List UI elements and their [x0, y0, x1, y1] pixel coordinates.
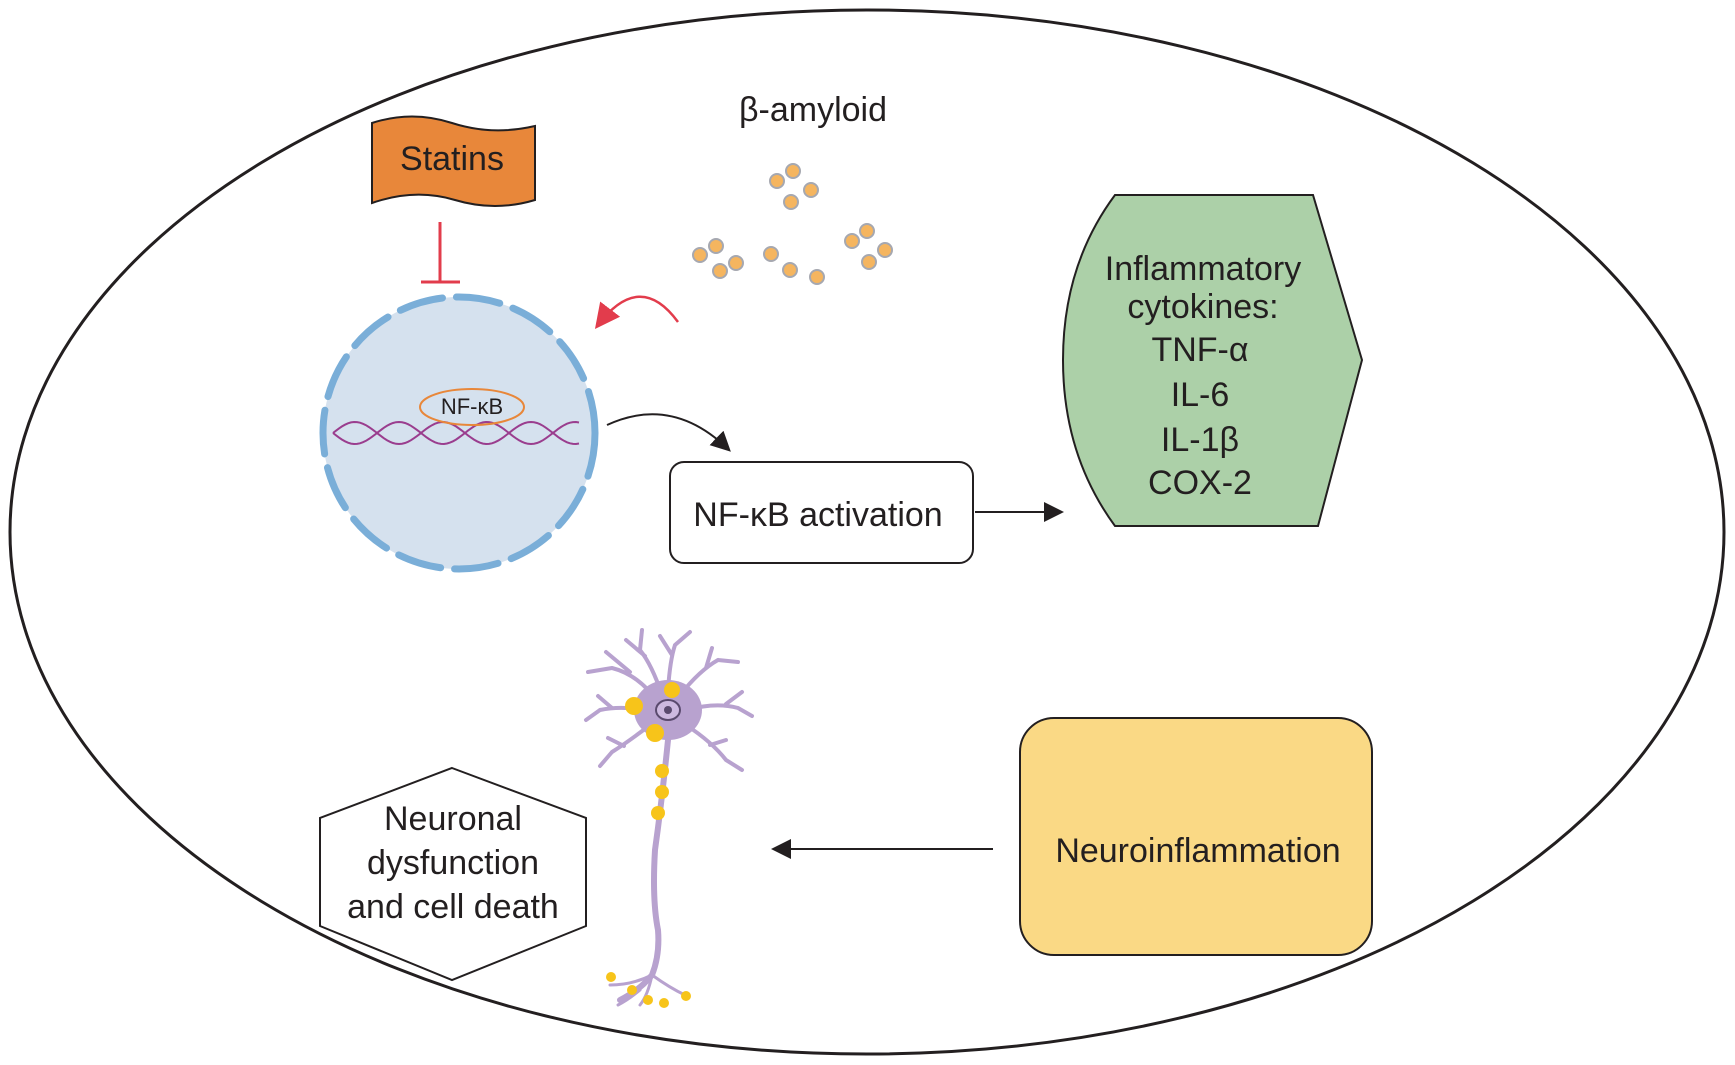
cytokine-cox-2: COX-2 [1148, 464, 1252, 502]
cytokine-il-6: IL-6 [1171, 376, 1230, 414]
neuron-yellow-dots [606, 682, 691, 1008]
amyloid-particle [763, 246, 779, 262]
activation-label: NF-κB activation [693, 496, 942, 534]
neuroinflammation-label: Neuroinflammation [1055, 832, 1340, 870]
cytokines-box: Inflammatory cytokines: TNF-α IL-6 IL-1β… [1061, 194, 1364, 527]
neuron-illustration [584, 628, 754, 1008]
amyloid-particle [877, 242, 893, 258]
neuron-dot [646, 724, 664, 742]
dna-strand [332, 420, 580, 446]
cytokines-title-line1: Inflammatory [1105, 250, 1302, 288]
cytokine-tnf-alpha: TNF-α [1151, 331, 1248, 369]
dna-helix [332, 420, 580, 446]
neuron-axon [617, 737, 671, 1003]
statins-flag: Statins [371, 115, 536, 207]
amyloid-particle [859, 223, 875, 239]
neuron-dot [627, 985, 637, 995]
neuron-dot [625, 697, 643, 715]
outcome-line3: and cell death [347, 888, 559, 926]
amyloid-particle [769, 173, 785, 189]
outcome-hexagon: Neuronal dysfunction and cell death [319, 766, 587, 982]
neuron-dot [606, 972, 616, 982]
inhibition-symbol [421, 222, 460, 284]
statins-label: Statins [400, 140, 504, 178]
amyloid-particle [783, 194, 799, 210]
amyloid-particle [712, 263, 728, 279]
amyloid-particle [803, 182, 819, 198]
nfkb-ring [419, 388, 525, 426]
amyloid-particle [782, 262, 798, 278]
amyloid-particle [708, 238, 724, 254]
dna-strand [332, 420, 580, 446]
amyloid-particle [809, 269, 825, 285]
cell-outline [8, 8, 1726, 1056]
neuron-dot [655, 785, 669, 799]
cytokine-il-1-beta: IL-1β [1161, 421, 1239, 459]
nucleus-to-activation-arrow [606, 413, 731, 452]
amyloid-to-nucleus-arrow [594, 295, 680, 329]
amyloid-particle [861, 254, 877, 270]
amyloid-particle [692, 247, 708, 263]
amyloid-label: β-amyloid [739, 91, 887, 129]
amyloid-particle [844, 233, 860, 249]
amyloid-particle [728, 255, 744, 271]
cytokines-title-line2: cytokines: [1127, 288, 1278, 326]
amyloid-particle-group [692, 163, 893, 285]
neuron-dot [659, 998, 669, 1008]
neuroinflammation-box: Neuroinflammation [1019, 717, 1373, 956]
neuron-dot [651, 806, 665, 820]
neuron-dot [643, 995, 653, 1005]
neuron-dot [655, 764, 669, 778]
nucleus: NF-κB [319, 293, 599, 573]
neuron-dot [664, 682, 680, 698]
outcome-line1: Neuronal [384, 800, 522, 838]
outcome-line2: dysfunction [367, 844, 539, 882]
amyloid-particle [785, 163, 801, 179]
nfkb-activation-box: NF-κB activation [669, 461, 974, 564]
neuron-dot [681, 991, 691, 1001]
nucleus-nfkb-label: NF-κB [441, 394, 503, 419]
